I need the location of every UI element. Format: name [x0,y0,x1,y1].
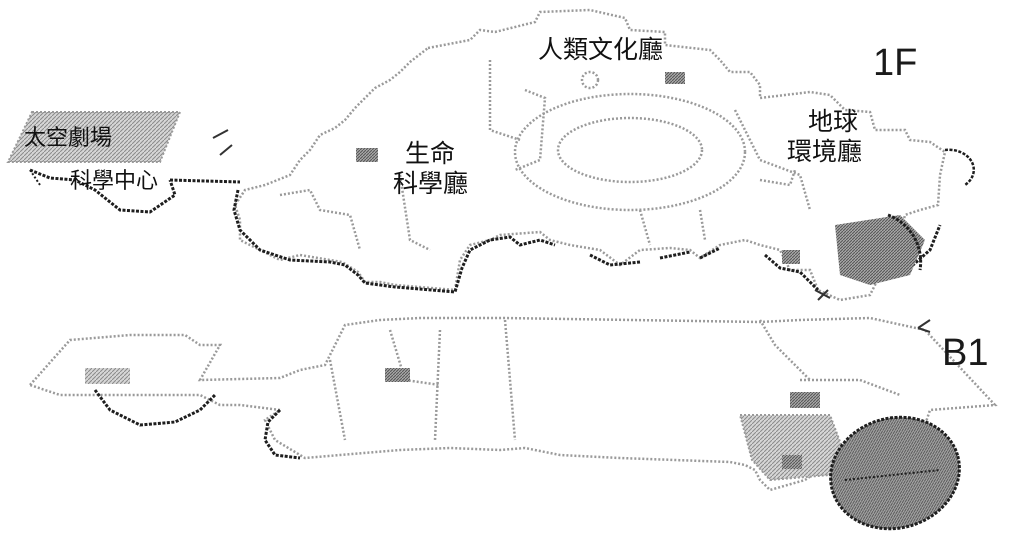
b1-room-left [85,368,130,384]
central-oval-inner [556,116,704,184]
b1-pointer-mark [917,319,931,333]
hall-label-life-science-2: 科學廳 [393,169,468,198]
hall-label-life-science-1: 生命 [405,139,455,168]
floor-label-1f: 1F [873,42,917,84]
1f-room-life-science [356,148,378,162]
b1-room-right-area [738,414,847,482]
1f-earth-rotunda [835,215,925,285]
1f-connector-marks [212,129,831,301]
floor-label-b1: B1 [942,332,988,374]
small-circle [580,70,600,90]
central-oval-outer [513,92,747,212]
science-center-wing [6,111,182,214]
space-theater-box [6,111,182,163]
hall-label-earth-1: 地球 [808,107,858,136]
floor-1f-outline [233,8,947,302]
floor-b1-outline [27,316,998,492]
hall-label-earth-2: 環境廳 [787,137,862,166]
b1-room-small [782,455,802,469]
floor-1f-dark-edge [169,178,942,294]
1f-room-earth-stairs [782,250,800,264]
floor-1f [233,8,947,302]
hall-label-space-theater: 太空劇場 [24,126,112,151]
hall-label-science-center: 科學中心 [70,169,158,194]
b1-rotunda [829,415,961,531]
hall-label-human-culture: 人類文化廳 [538,35,663,64]
b1-room-right-top [790,392,820,408]
floor-b1-dark-edge [93,389,301,460]
b1-room-center [385,368,410,382]
1f-room-culture [665,72,685,84]
